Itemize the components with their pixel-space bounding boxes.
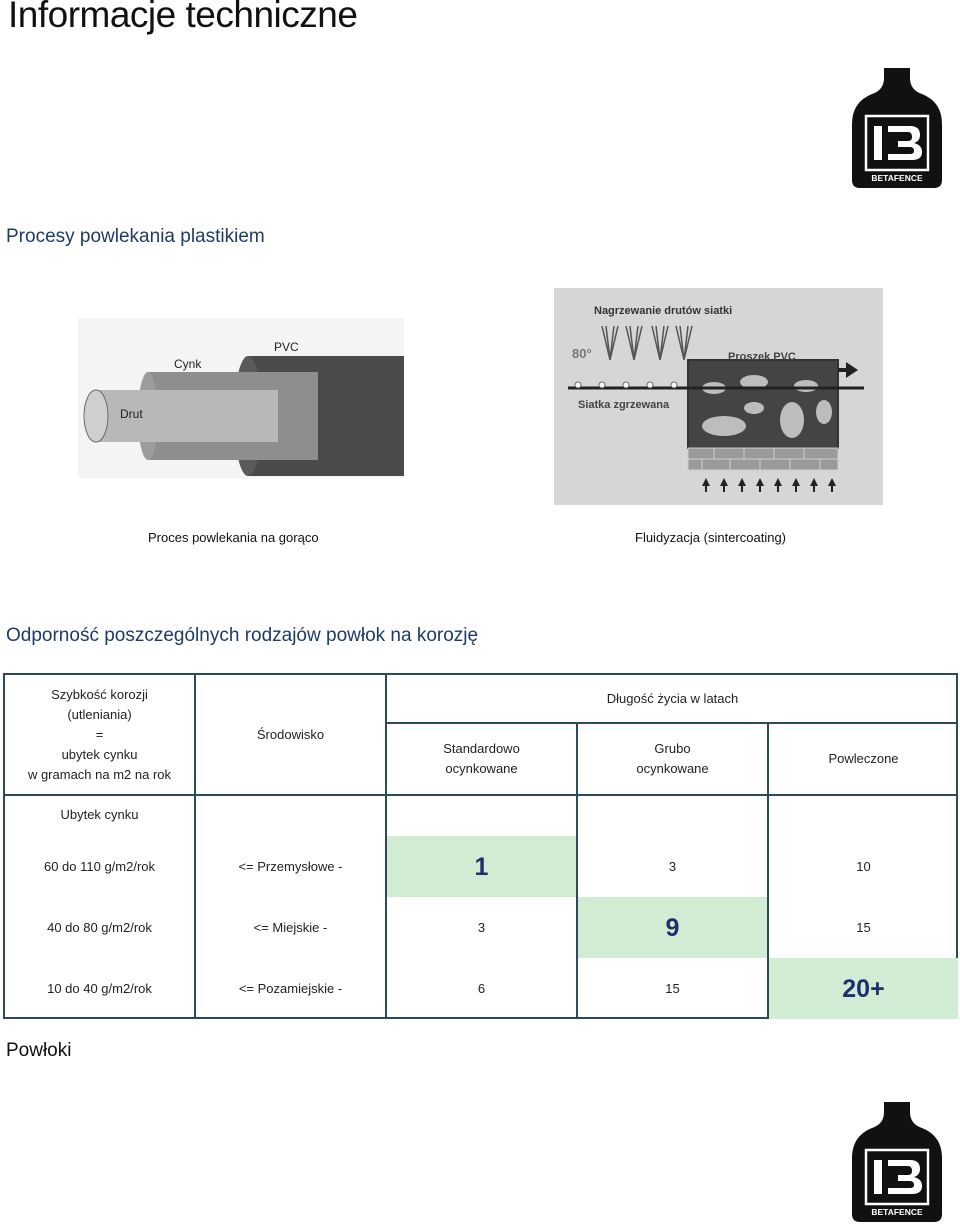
table-cell-coated: 10 [856,858,871,874]
table-cell-loss: 60 do 110 g/m2/rok [43,858,156,874]
header-line: Grubo [654,741,691,756]
pvc-label: PVC [274,340,299,354]
table-cell-thick: 9 [665,913,680,942]
table-cell-standard: 1 [474,852,489,881]
zinc-label: Cynk [174,357,202,371]
logo-text: BETAFENCE [871,1207,923,1217]
header-line: (utleniania) [67,706,132,722]
table-cell-coated: 20+ [842,974,885,1003]
section-title-corrosion: Odporność poszczególnych rodzajów powłok… [6,625,479,646]
table-divider [385,675,387,1017]
section-title-coating-processes: Procesy powlekania plastikiem [6,226,265,247]
header-line: Powleczone [828,751,899,766]
heating-label: Nagrzewanie drutów siatki [594,305,732,317]
header-line: Szybkość korozji [51,686,148,702]
table-divider [385,722,956,724]
header-line: = [95,726,104,742]
wire-coating-figure: Drut Cynk PVC [78,318,404,478]
table-divider [767,723,769,1017]
page-title: Informacje techniczne [8,0,358,35]
mesh-label: Siatka zgrzewana [578,399,670,411]
table-cell-standard: 3 [477,919,486,935]
subheading-zinc-loss: Ubytek cynku [60,807,139,822]
wire-label: Drut [120,407,143,421]
caption-hot-coating: Proces powlekania na gorąco [148,530,319,545]
table-divider [5,794,956,796]
betafence-logo-graphic: BETAFENCE [852,1102,942,1222]
table-cell-environment: <= Przemysłowe - [238,858,343,874]
table-divider [576,723,578,1017]
table-cell-highlight [387,836,578,897]
header-lifetime: Długość życia w latach [606,690,739,706]
table-cell-standard: 6 [477,980,486,996]
header-line: Standardowo [443,741,520,756]
header-thick-galvanized: Grubo ocynkowane [578,724,767,794]
header-line: ocynkowane [636,761,709,776]
logo-text: BETAFENCE [871,173,923,183]
betafence-logo: BETAFENCE [852,68,942,188]
header-standard-galvanized: Standardowo ocynkowane [387,724,576,794]
table-cell-highlight [769,958,958,1019]
betafence-logo-graphic: BETAFENCE [852,68,942,188]
table-cell-loss: 10 do 40 g/m2/rok [47,980,152,996]
table-cell-coated: 15 [856,919,871,935]
table-cell-highlight [578,897,769,958]
header-line: ubytek cynku [61,746,138,762]
corrosion-table: Szybkość korozji (utleniania) = ubytek c… [3,673,958,1019]
header-corrosion-rate: Szybkość korozji (utleniania) = ubytek c… [5,675,194,794]
table-cell-environment: <= Miejskie - [253,919,328,935]
betafence-logo: BETAFENCE [852,1102,942,1222]
header-line: ocynkowane [445,761,518,776]
caption-fluidization: Fluidyzacja (sintercoating) [635,530,787,545]
table-cell-thick: 3 [668,858,677,874]
header-coated: Powleczone [769,724,958,794]
table-cell-environment: <= Pozamiejskie - [238,980,343,996]
powder-label: Proszek PVC [728,351,796,363]
table-cell-thick: 15 [665,980,680,996]
fluidization-figure: Nagrzewanie drutów siatki 80° Proszek PV… [554,288,883,505]
section-title-coatings: Powłoki [6,1040,72,1061]
table-divider [194,675,196,1017]
header-line: w gramach na m2 na rok [27,766,172,782]
temperature-label: 80° [572,346,592,361]
table-cell-loss: 40 do 80 g/m2/rok [47,919,152,935]
header-environment: Środowisko [256,726,325,742]
